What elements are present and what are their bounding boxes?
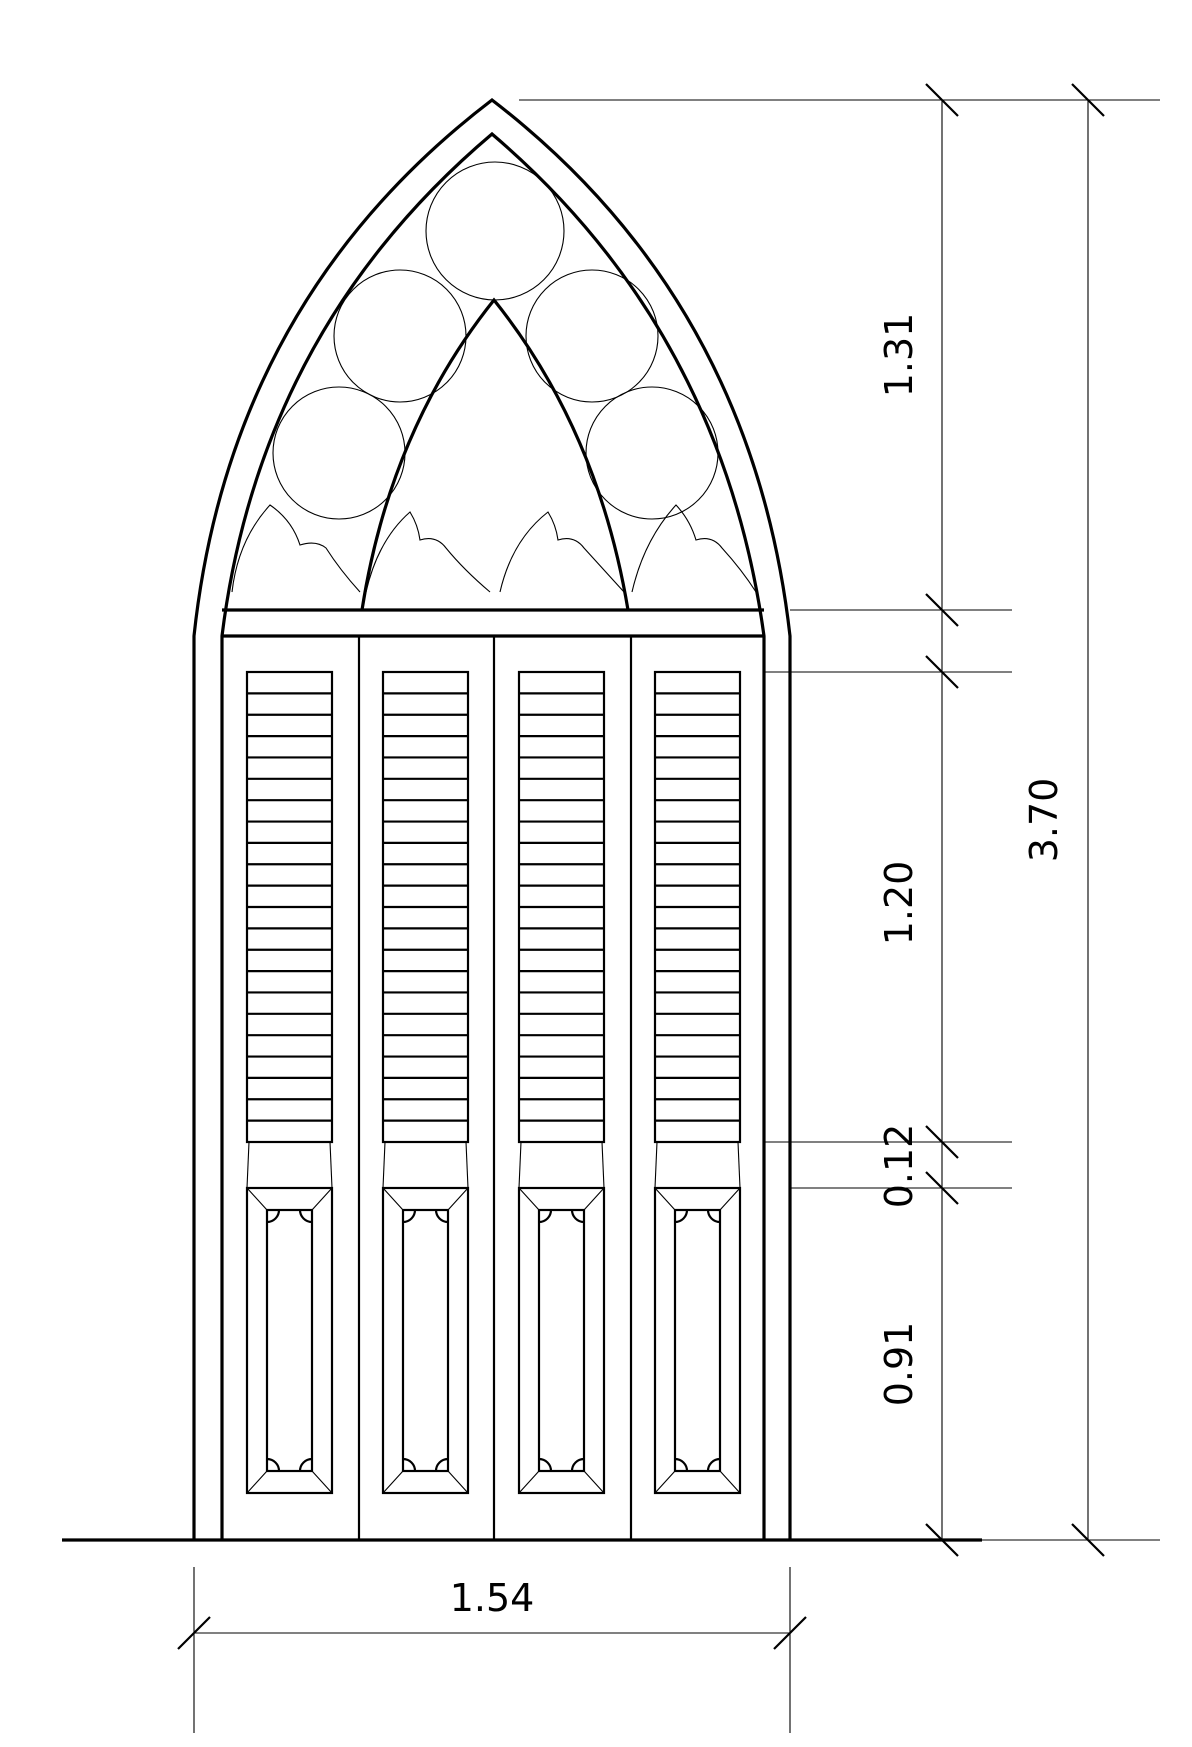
panel-bevel	[583, 1187, 605, 1211]
panel-bevel	[311, 1470, 333, 1494]
rail-edge	[329, 1141, 333, 1189]
raised-panel-inner	[401, 1208, 450, 1473]
panel-bevel	[246, 1187, 268, 1211]
panel-corner-ornament	[538, 1457, 553, 1472]
rail-edge	[654, 1141, 658, 1189]
tracery-circle-lower-right	[585, 386, 719, 520]
tracery-circles	[272, 161, 719, 520]
dim-label-arch: 1.31	[877, 313, 921, 398]
panel-corner-ornament	[402, 1457, 417, 1472]
panel-bevel	[719, 1470, 741, 1494]
dim-label-lower: 0.91	[877, 1322, 921, 1407]
dim-label-width: 1.54	[450, 1576, 535, 1620]
tick	[925, 83, 959, 117]
raised-panel-outer	[517, 1186, 606, 1495]
foil-4	[631, 504, 757, 593]
raised-panel-outer	[245, 1186, 334, 1495]
panel-bevel	[382, 1470, 404, 1494]
foil-1	[231, 504, 361, 593]
panel-corner-ornament	[706, 1457, 721, 1472]
tracery-foils	[231, 504, 757, 593]
inner-arch-frame	[220, 131, 766, 1540]
panel-bevel	[382, 1187, 404, 1211]
panel-corner-ornament	[266, 1209, 281, 1224]
tick	[925, 593, 959, 627]
foil-2	[365, 511, 491, 593]
panel-bevel	[719, 1187, 741, 1211]
rail-edge	[382, 1141, 386, 1189]
panel-corner-ornament	[706, 1209, 721, 1224]
tracery-circle-lower-left	[272, 386, 406, 520]
door-leaves	[245, 636, 742, 1540]
panel-corner-ornament	[434, 1457, 449, 1472]
panel-corner-ornament	[434, 1209, 449, 1224]
panel-bevel	[583, 1470, 605, 1494]
panel-bevel	[518, 1470, 540, 1494]
rail-edge	[246, 1141, 250, 1189]
raised-panel-inner	[673, 1208, 722, 1473]
panel-bevel	[447, 1470, 469, 1494]
raised-panel-inner	[265, 1208, 314, 1473]
raised-panel-inner	[537, 1208, 586, 1473]
rail-edge	[465, 1141, 469, 1189]
tick	[925, 1171, 959, 1205]
tracery-circle-upper-right	[525, 269, 659, 403]
panel-corner-ornament	[538, 1209, 553, 1224]
tracery-circle-top	[425, 161, 565, 301]
panel-corner-ornament	[674, 1457, 689, 1472]
panel-corner-ornament	[402, 1209, 417, 1224]
foil-3	[499, 511, 625, 593]
central-inner-arch	[360, 297, 630, 611]
panel-bevel	[246, 1470, 268, 1494]
dimension-lines	[177, 83, 1160, 1733]
raised-panel-outer	[653, 1186, 742, 1495]
tick	[773, 1616, 807, 1650]
tick	[1071, 1523, 1105, 1557]
dim-label-louver: 1.20	[877, 861, 921, 946]
panel-bevel	[654, 1187, 676, 1211]
outer-arch-frame	[192, 97, 792, 1540]
panel-corner-ornament	[570, 1457, 585, 1472]
rail-edge	[601, 1141, 605, 1189]
tick	[925, 1523, 959, 1557]
tick	[925, 655, 959, 689]
panel-corner-ornament	[298, 1209, 313, 1224]
panel-corner-ornament	[674, 1209, 689, 1224]
panel-corner-ornament	[570, 1209, 585, 1224]
tracery-circle-upper-left	[333, 269, 467, 403]
panel-bevel	[654, 1470, 676, 1494]
panel-bevel	[311, 1187, 333, 1211]
dim-label-total: 3.70	[1022, 778, 1066, 863]
panel-bevel	[447, 1187, 469, 1211]
tick	[177, 1616, 211, 1650]
panel-bevel	[518, 1187, 540, 1211]
rail-edge	[737, 1141, 741, 1189]
dim-label-rail: 0.12	[877, 1124, 921, 1209]
rail-edge	[518, 1141, 522, 1189]
tick	[925, 1125, 959, 1159]
raised-panel-outer	[381, 1186, 470, 1495]
panel-corner-ornament	[266, 1457, 281, 1472]
panel-corner-ornament	[298, 1457, 313, 1472]
tick	[1071, 83, 1105, 117]
